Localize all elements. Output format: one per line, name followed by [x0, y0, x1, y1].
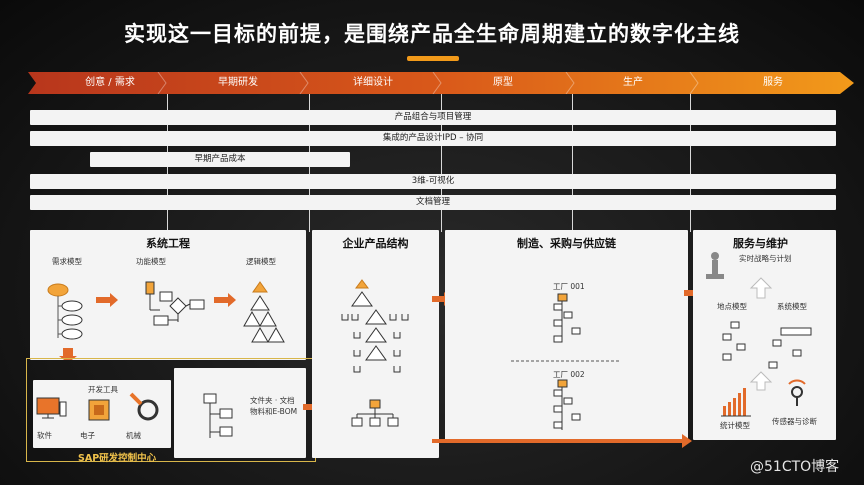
mechanical-label: 机械 — [126, 431, 141, 440]
software-label: 软件 — [37, 431, 52, 440]
bar-early-cost: 早期产品成本 — [90, 152, 350, 167]
system-model-label: 系统模型 — [777, 302, 807, 311]
bar-ipd-collaboration: 集成的产品设计IPD – 协同 — [30, 131, 836, 146]
requirements-model-label: 需求模型 — [52, 257, 82, 266]
phase-divider — [572, 94, 573, 232]
factory-001-label: 工厂 001 — [553, 282, 585, 291]
manufacturing-diagram — [511, 293, 621, 430]
stat-model-label: 统计模型 — [720, 421, 750, 430]
logic-model-label: 逻辑模型 — [246, 257, 276, 266]
dev-tools-icons — [36, 392, 159, 421]
sensors-label: 传感器与诊断 — [772, 417, 817, 426]
service-diagram — [706, 252, 812, 417]
sap-control-center-label: SAP研发控制中心 — [78, 453, 157, 464]
documents-panel — [174, 368, 306, 458]
folder-tree-icon — [203, 393, 233, 438]
bar-3d-visualization: 3维-可视化 — [30, 174, 836, 189]
up-arrow-icon — [749, 277, 773, 299]
watermark: @51CTO博客 — [750, 459, 840, 475]
location-model-tree — [722, 321, 746, 361]
phase-early-rd: 早期研发 — [218, 77, 258, 88]
manufacturing-title: 制造、采购与供应链 — [517, 237, 616, 250]
system-engineering-diagram — [47, 281, 285, 360]
sensor-diagnostic-icon — [788, 379, 806, 406]
statistics-chart-icon — [721, 388, 751, 417]
up-arrow-icon — [749, 371, 773, 391]
lifecycle-phase-arrow: 创意 / 需求 早期研发 详细设计 原型 生产 服务 — [28, 72, 854, 94]
system-engineering-title: 系统工程 — [146, 237, 190, 250]
location-model-label: 地点模型 — [717, 302, 747, 311]
dev-tools-title: 开发工具 — [88, 385, 118, 394]
page-title: 实现这一目标的前提，是围绕产品全生命周期建立的数字化主线 — [124, 22, 740, 46]
docs-label-2: 物料和E-BOM — [250, 407, 298, 416]
service-title: 服务与维护 — [733, 237, 788, 250]
factory-002-label: 工厂 002 — [553, 370, 585, 379]
title-accent-bar — [407, 56, 459, 61]
bar-portfolio-project: 产品组合与项目管理 — [30, 110, 836, 125]
wrench-gear-icon — [129, 392, 159, 421]
chess-pawn-icon — [706, 252, 724, 279]
phase-ideation: 创意 / 需求 — [85, 77, 135, 88]
phase-divider — [441, 94, 442, 232]
phase-prototype: 原型 — [493, 77, 513, 88]
phase-arrow-shape — [28, 72, 854, 94]
phase-service: 服务 — [763, 77, 783, 88]
flow-arrow-down — [59, 348, 77, 360]
software-icon — [36, 397, 67, 419]
docs-label-1: 文件夹 · 文档 — [250, 396, 295, 405]
phase-production: 生产 — [623, 77, 643, 88]
factory-002-tree — [553, 379, 581, 430]
flow-arrow-long — [432, 434, 692, 448]
enterprise-structure-diagram — [341, 279, 409, 427]
system-model-tree — [768, 327, 812, 369]
enterprise-structure-title: 企业产品结构 — [342, 237, 409, 250]
electronics-icon — [88, 399, 110, 421]
function-model-icon — [145, 281, 205, 326]
service-strategy-label: 实时战略与计划 — [739, 254, 792, 263]
electronics-label: 电子 — [80, 431, 95, 440]
flow-arrow — [96, 293, 118, 307]
function-model-label: 功能模型 — [136, 257, 166, 266]
phase-detail-design: 详细设计 — [353, 77, 393, 88]
logic-model-icon — [243, 281, 285, 343]
manufacturing-panel — [445, 230, 688, 442]
factory-001-tree — [553, 293, 581, 343]
flow-arrow — [214, 293, 236, 307]
phase-divider — [690, 94, 691, 232]
requirements-model-icon — [47, 283, 83, 340]
bar-document-management: 文档管理 — [30, 195, 836, 210]
